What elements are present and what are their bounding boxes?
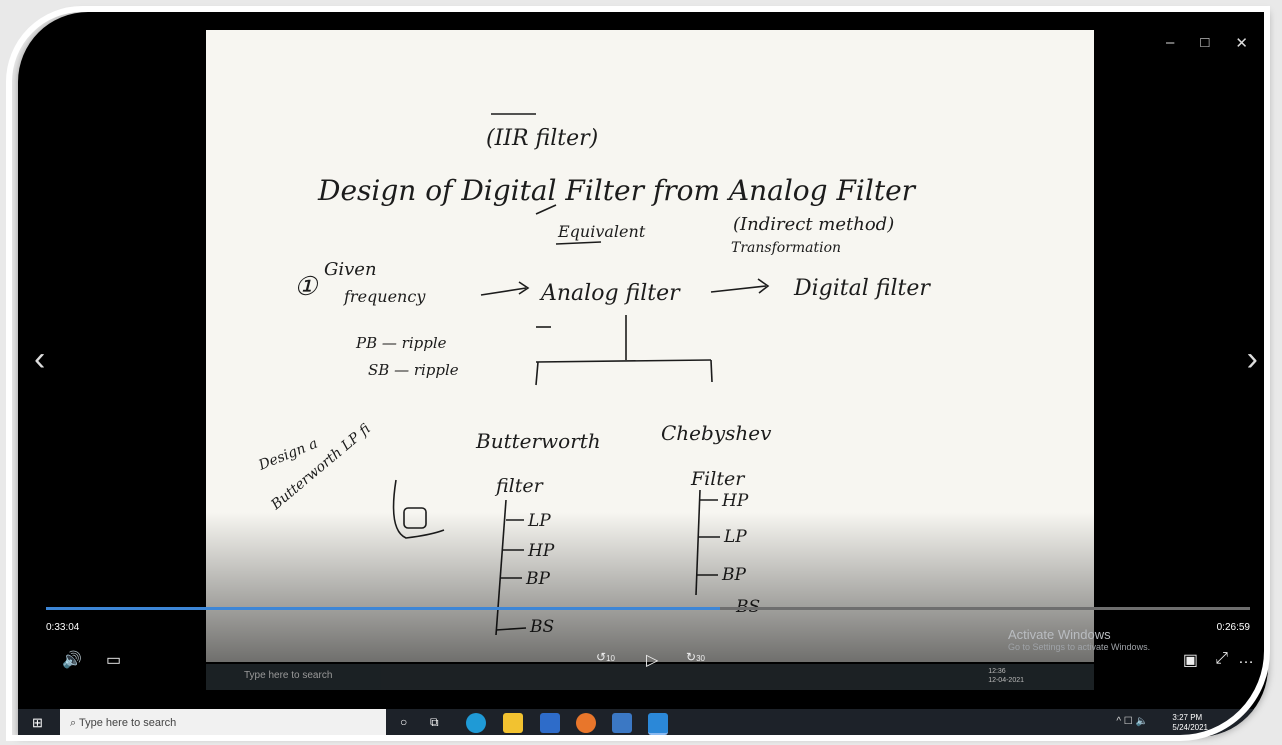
recorded-taskbar: Type here to search 12:36 12-04-2021: [206, 664, 1094, 690]
play-icon[interactable]: ▷: [646, 652, 659, 669]
player-controls: 🔊 ▭ ↺10 ▷ ↻30 ▣ ⤢ …: [18, 640, 1268, 676]
recorded-clock-date: 12-04-2021: [988, 677, 1024, 684]
transformation-label: Transformation: [731, 240, 841, 256]
minimize-button[interactable]: –: [1166, 34, 1175, 51]
current-time: 0:33:04: [46, 622, 80, 633]
clock-time: 3:27 PM: [1172, 713, 1203, 722]
next-arrow-icon[interactable]: ›: [1246, 340, 1258, 378]
activate-windows-watermark: Activate Windows Go to Settings to activ…: [1008, 627, 1150, 652]
maximize-button[interactable]: □: [1200, 34, 1210, 51]
step-number: ①: [294, 272, 319, 302]
recorded-clock-time: 12:36: [988, 668, 1006, 675]
controls-gradient: [206, 512, 1094, 662]
clock-date: 5/24/2021: [1172, 723, 1208, 732]
total-time: 0:26:59: [1216, 622, 1250, 633]
cortana-icon[interactable]: ○: [400, 715, 408, 729]
rewind-icon[interactable]: ↺10: [596, 650, 615, 664]
recorded-clock: 12:36 12-04-2021: [988, 667, 1024, 685]
mail-icon[interactable]: [540, 713, 560, 733]
file-explorer-icon[interactable]: [503, 713, 523, 733]
more-options-icon[interactable]: …: [1238, 650, 1254, 667]
forward-icon[interactable]: ↻30: [686, 650, 705, 664]
c-hp: HP: [721, 491, 749, 511]
rewind-label: 10: [606, 654, 615, 663]
digital-filter-label: Digital filter: [793, 276, 931, 301]
system-tray-icons[interactable]: ^ ☐ 🔈: [1116, 716, 1148, 727]
chebyshev-label: Chebyshev: [661, 421, 772, 445]
photos-icon[interactable]: [612, 713, 632, 733]
arrow-head-2: [757, 278, 770, 294]
search-icon: ⌕: [70, 717, 80, 729]
watermark-subtitle: Go to Settings to activate Windows.: [1008, 642, 1151, 652]
video-frame-whiteboard: (IIR filter) Design of Digital Filter fr…: [206, 30, 1094, 662]
media-player-icon[interactable]: [648, 713, 668, 735]
miniplayer-icon[interactable]: ▣: [1182, 652, 1198, 669]
arrow-head-1: [518, 281, 530, 295]
arrow-line-1: [480, 287, 527, 296]
media-player-window: – □ ✕ ‹ ›: [18, 12, 1268, 737]
watermark-title: Activate Windows: [1008, 627, 1111, 642]
window-controls: – □ ✕: [1166, 34, 1248, 52]
butterworth-filter-label: filter: [494, 475, 545, 497]
forward-label: 30: [696, 654, 705, 663]
windows-taskbar: ⊞ ⌕ Type here to search ○ ⧉ ^ ☐ 🔈 3:27 P…: [18, 709, 1268, 737]
seek-bar[interactable]: [46, 607, 1250, 610]
tree-right: [710, 359, 713, 383]
windows-start-icon[interactable]: ⊞: [32, 715, 43, 730]
tree-left: [535, 361, 539, 386]
pb-ripple-label: PB — ripple: [355, 334, 447, 352]
chebyshev-filter-label: Filter: [690, 468, 746, 490]
firefox-icon[interactable]: [576, 713, 596, 733]
taskbar-search-placeholder: Type here to search: [79, 717, 177, 729]
method-note: (Indirect method): [733, 214, 894, 235]
analog-filter-label: Analog filter: [539, 281, 681, 306]
arrow-line-2: [710, 285, 767, 293]
seek-progress: [46, 607, 721, 610]
sb-ripple-label: SB — ripple: [368, 361, 459, 379]
edge-icon[interactable]: [466, 713, 486, 733]
recorded-search-text: Type here to search: [244, 670, 333, 681]
butterworth-lp-note: Butterworth LP fi: [268, 421, 374, 514]
taskbar-search-input[interactable]: ⌕ Type here to search: [60, 709, 386, 737]
fullscreen-icon[interactable]: ⤢: [1215, 650, 1228, 667]
tree-branch: [535, 359, 712, 363]
taskbar-clock[interactable]: 3:27 PM 5/24/2021: [1172, 713, 1208, 733]
title-note: (IIR filter): [486, 126, 598, 151]
previous-arrow-icon[interactable]: ‹: [34, 340, 46, 378]
volume-icon[interactable]: 🔊: [62, 652, 82, 669]
task-view-icon[interactable]: ⧉: [430, 715, 439, 729]
equivalent-label: Equivalent: [557, 222, 646, 241]
slide-heading: Design of Digital Filter from Analog Fil…: [317, 174, 917, 207]
butterworth-label: Butterworth: [475, 429, 601, 453]
frequency-label: frequency: [343, 287, 426, 306]
captions-icon[interactable]: ▭: [106, 652, 122, 669]
given-label: Given: [324, 259, 377, 280]
close-button[interactable]: ✕: [1235, 35, 1248, 52]
